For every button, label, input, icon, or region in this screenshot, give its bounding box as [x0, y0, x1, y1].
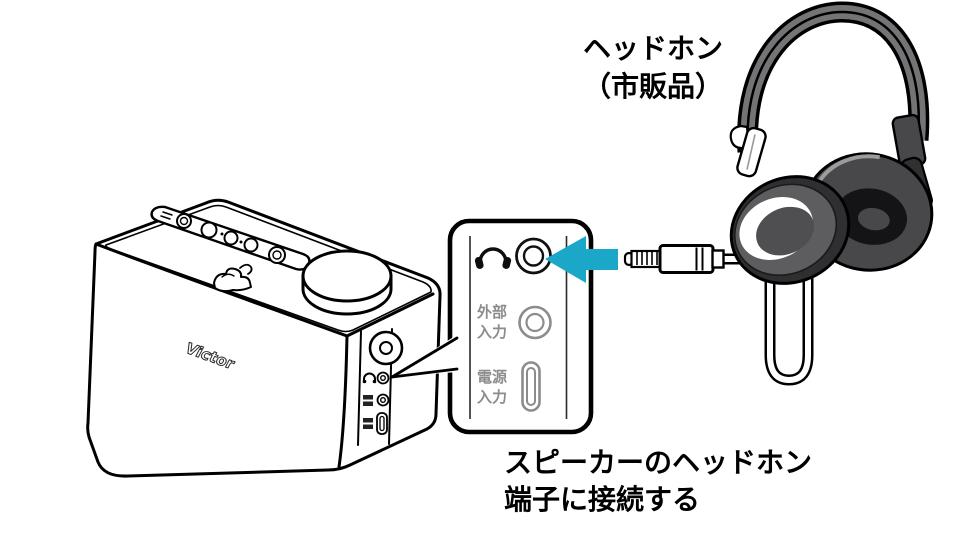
aux-label-line2: 入力	[477, 323, 508, 341]
headphones-label-line1: ヘッドホン	[583, 32, 724, 65]
headband-left-hinge	[729, 124, 767, 178]
side-power-port	[363, 412, 388, 435]
left-ear-cup	[729, 175, 851, 285]
headphone-jack-icon	[515, 237, 552, 275]
headphones-icon	[474, 247, 512, 269]
power-label-line1: 電源	[477, 368, 508, 386]
power-label-line2: 入力	[477, 388, 508, 406]
callout-tail	[390, 334, 459, 379]
audio-plug	[623, 244, 725, 274]
nipper-logo	[213, 263, 253, 293]
connect-arrow-icon	[545, 236, 618, 283]
side-aux-port	[363, 393, 390, 407]
headphones-label-line2: （市販品）	[583, 70, 724, 103]
side-headphone-port	[362, 371, 390, 385]
headphones-label: ヘッドホン （市販品）	[583, 30, 723, 106]
aux-jack-icon	[518, 305, 552, 340]
headband	[737, 1, 930, 153]
volume-knob	[301, 249, 393, 316]
instruction-line1: スピーカーのヘッドホン	[504, 446, 813, 479]
instruction-text: スピーカーのヘッドホン 端子に接続する	[504, 444, 812, 518]
aux-label-line1: 外部	[477, 303, 508, 321]
control-strip	[150, 205, 311, 271]
speaker-illustration: Victor	[86, 198, 442, 478]
strap-mount	[368, 330, 404, 366]
power-input-label: 電源 入力	[477, 367, 507, 407]
aux-input-label: 外部 入力	[477, 302, 507, 342]
headphones-illustration	[729, 1, 934, 285]
instruction-line2: 端子に接続する	[504, 483, 701, 516]
usb-c-port-icon	[521, 361, 541, 412]
